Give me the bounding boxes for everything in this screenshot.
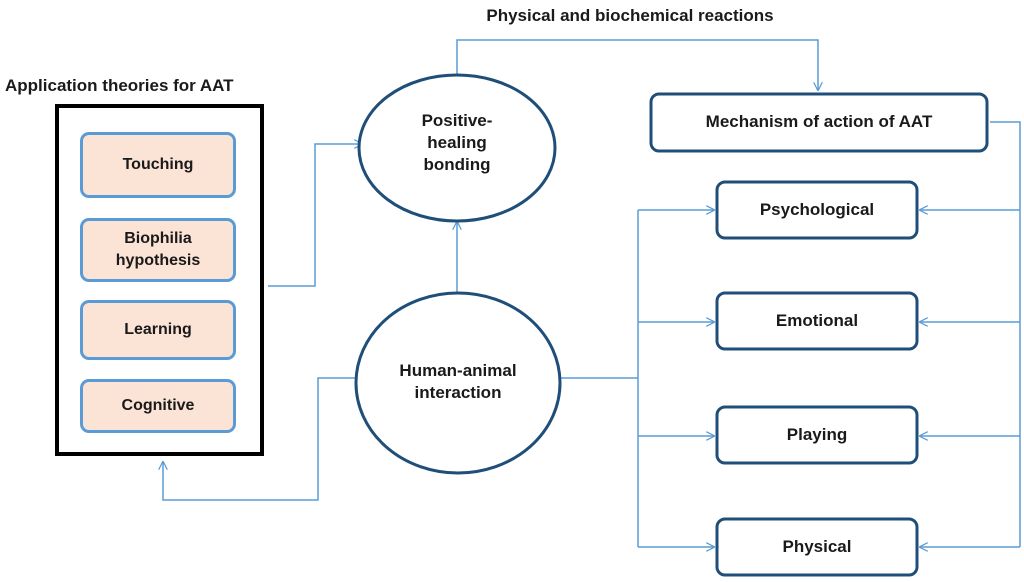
arrow-theories-to-bonding (268, 144, 362, 287)
theories-frame (55, 104, 264, 456)
bonding-node (357, 73, 557, 223)
interaction-label: Human-animal interaction (399, 361, 517, 402)
interaction-node (354, 291, 562, 475)
mechanism-label: Mechanism of action of AAT (705, 112, 933, 131)
theory-box-biophilia: Biophilia hypothesis (80, 218, 236, 282)
theory-box-cognitive: Cognitive (80, 379, 236, 433)
theory-label: Learning (124, 321, 192, 338)
diagram-title: Application theories for AAT (5, 76, 234, 95)
arrow-bonding-to-mechanism (456, 39, 818, 90)
effect-box-psychological (715, 180, 919, 240)
theory-label: Touching (122, 156, 194, 173)
arrow-interaction-to-theories (163, 377, 360, 501)
theory-box-touching: Touching (80, 132, 236, 198)
theory-label: Cognitive (121, 397, 195, 414)
effect-label-psychological: Psychological (759, 200, 875, 219)
effect-box-physical (715, 517, 919, 577)
theory-box-learning: Learning (80, 300, 236, 360)
bonding-label: Positive- healing bonding (421, 111, 493, 174)
effect-label-emotional: Emotional (775, 311, 859, 330)
effect-box-emotional (715, 291, 919, 351)
top-connector-label: Physical and biochemical reactions (486, 6, 774, 25)
effect-box-playing (715, 405, 919, 465)
effect-label-playing: Playing (786, 425, 848, 444)
connector-mechanism-to-right-bus (990, 121, 1021, 547)
theory-label: Biophilia hypothesis (115, 230, 201, 269)
mechanism-box (649, 92, 989, 153)
effect-label-physical: Physical (782, 537, 852, 556)
